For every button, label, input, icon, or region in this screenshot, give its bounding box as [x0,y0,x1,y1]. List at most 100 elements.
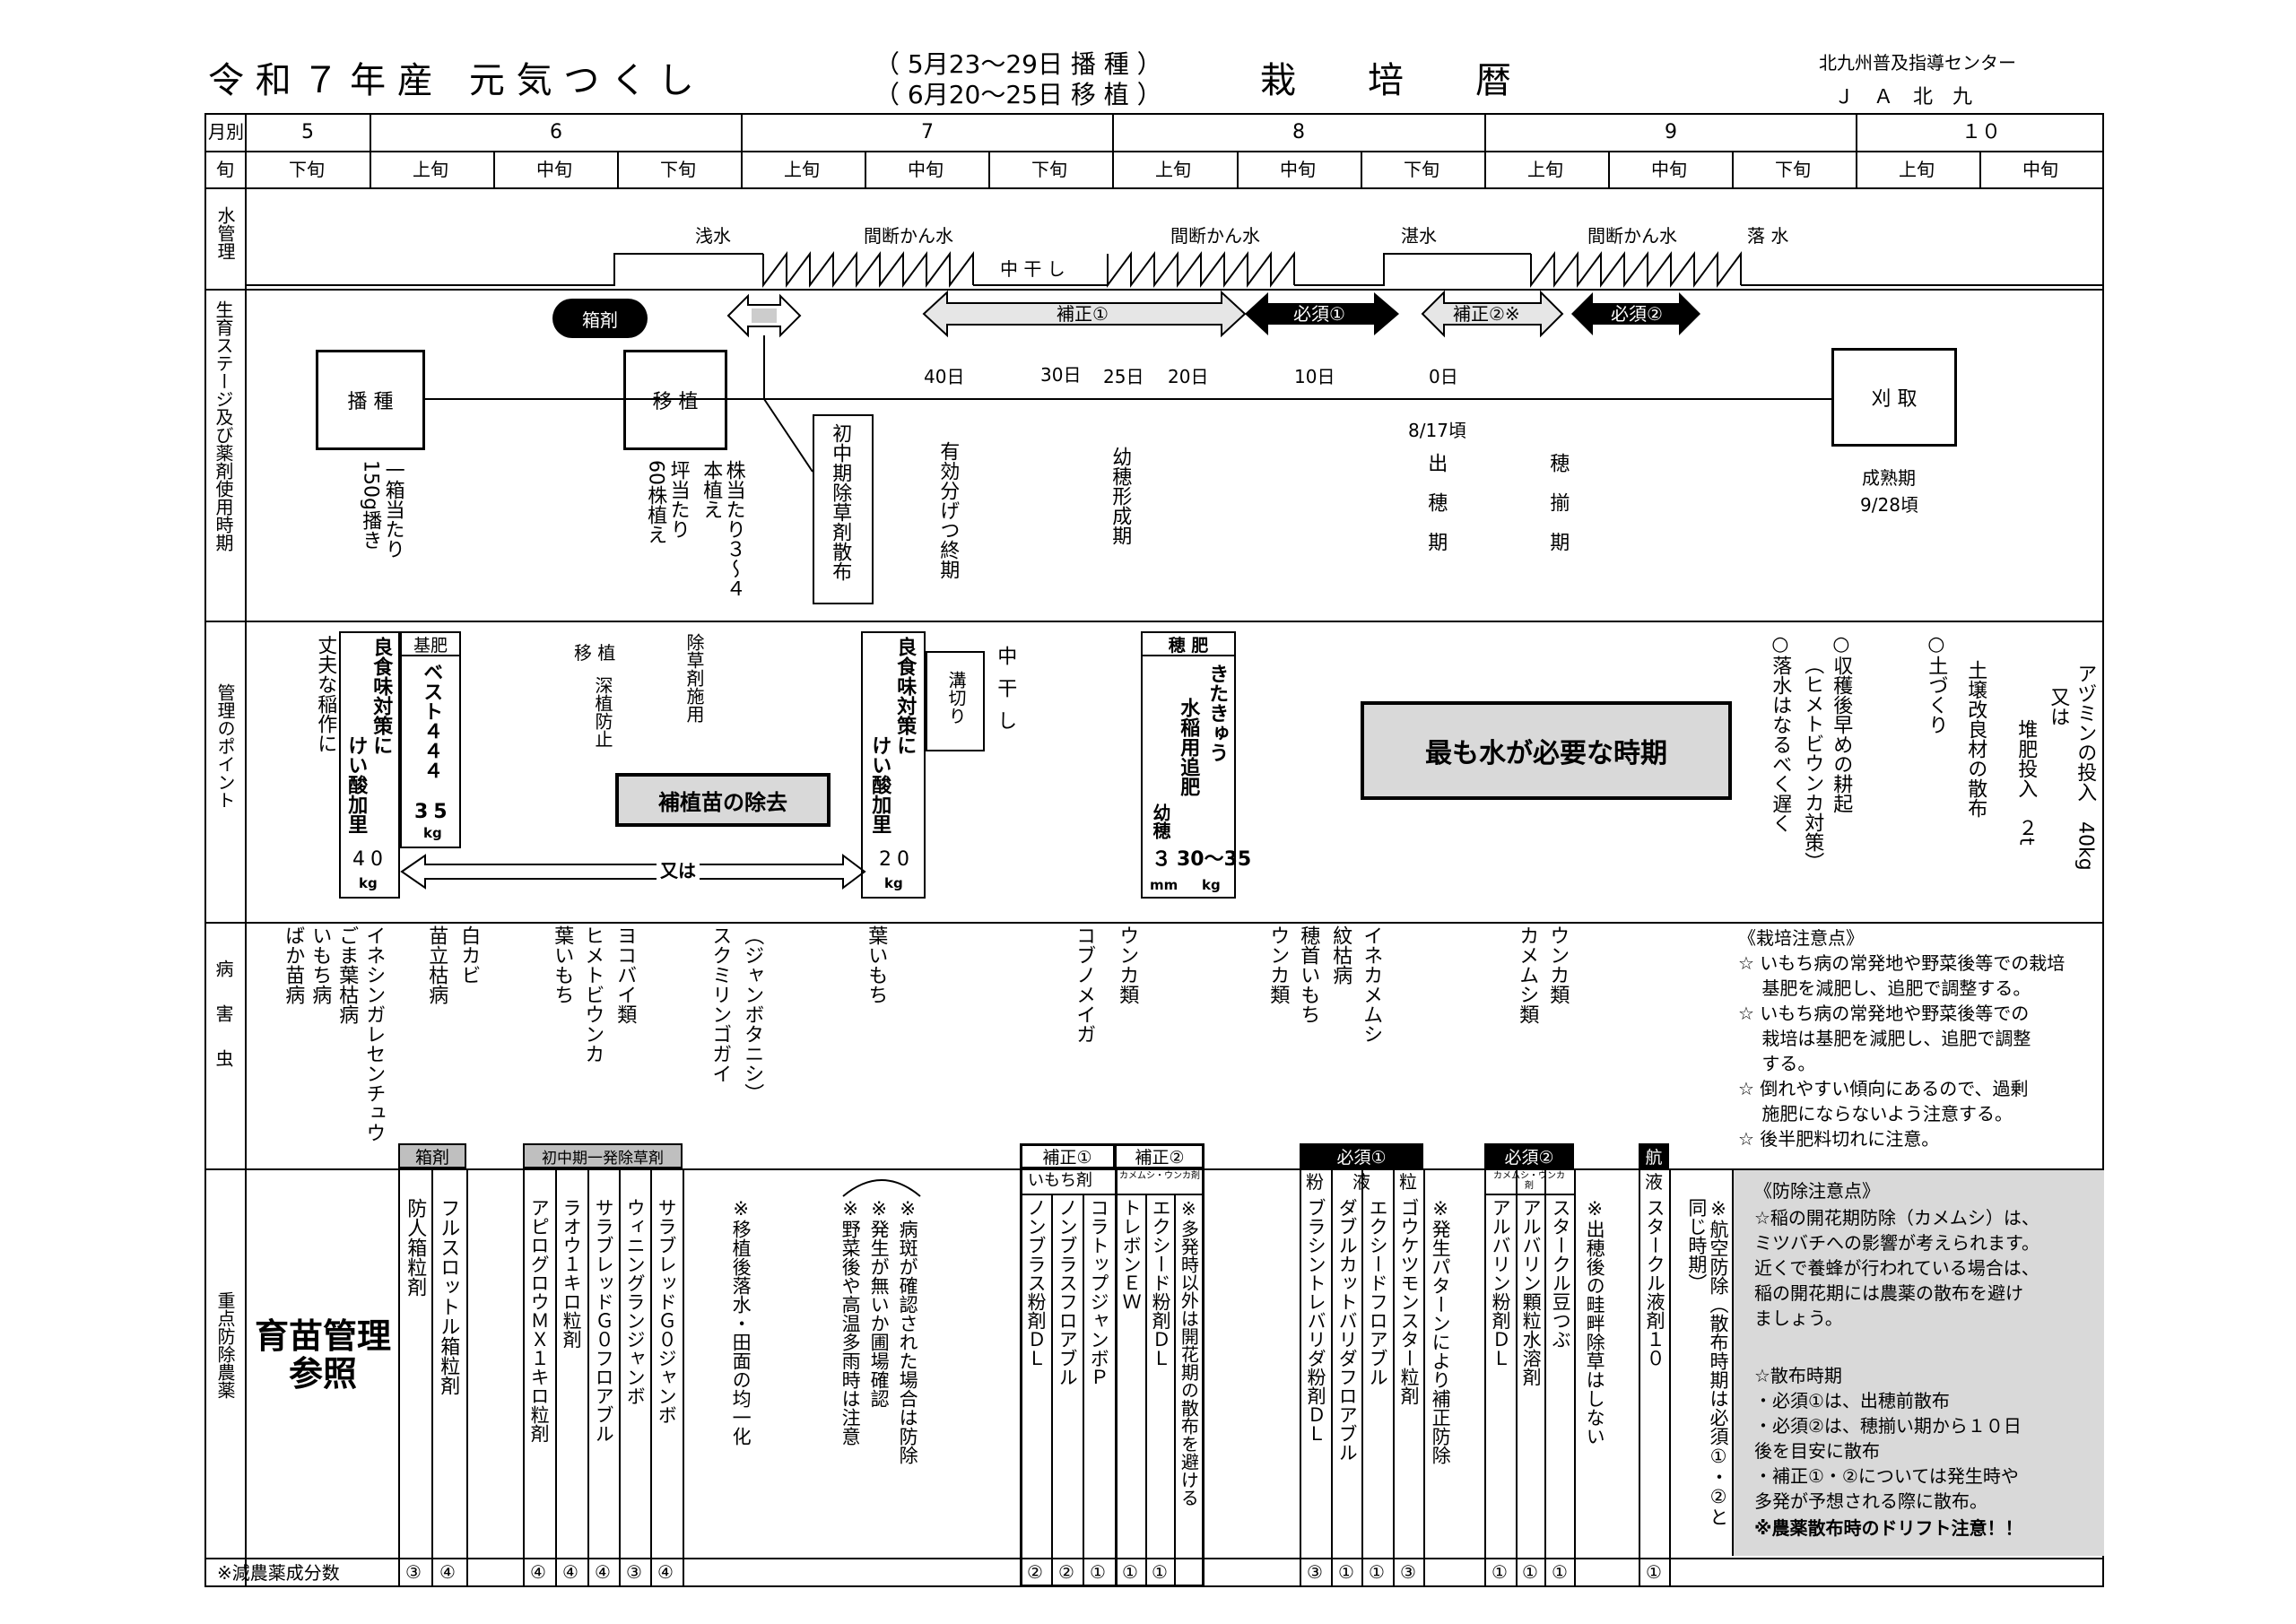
pest-item: ヨコバイ類 [613,925,637,1024]
title-sowing: （ 5月23～29日 播 種 ） [874,49,1162,79]
reduced-count: ③ [405,1561,422,1583]
pest-item: ウンカ類 [1546,925,1570,1004]
note-leveling: ※移植後落水・田面の均一化 [730,1198,752,1446]
top-dressing-2: 水稲用追肥 [1177,698,1200,796]
hissu2-label: 必須② [1611,303,1663,325]
cultivation-note-line: 栽培は基肥を減肥し、追肥で調整 [1738,1028,2031,1049]
org-name: 北九州普及指導センター [1819,52,2016,74]
title-calendar: 栽 培 暦 [1260,60,1511,101]
silicate-2-amount: 20 [879,848,915,871]
days-10: 10日 [1294,366,1335,387]
row-label-reduced: ※減農薬成分数 [217,1562,340,1584]
cultivation-note-line: 施肥にならないよう注意する。 [1738,1103,2013,1125]
period-cell: 中旬 [536,159,572,180]
chem-item: ノンブラス粉剤ＤＬ [1025,1198,1048,1368]
sub-kamemushi-1: カメムシ・ウンカ剤 [1119,1171,1200,1181]
note-aerial: ※航空防除（散布時期は必須①・②と同じ時期） [1685,1198,1729,1526]
water-shallow: 浅水 [695,225,731,247]
period-cell: 上旬 [1155,159,1191,180]
trench-box [926,651,985,751]
chem-header-herbicide: 初中期一発除草剤 [523,1143,683,1168]
water-intermittent-3: 間断かん水 [1587,225,1677,247]
point-soil-2-pre: 又は [2047,687,2070,726]
row-label-points: 管理のポイント [214,683,236,809]
hissu1-label: 必須① [1293,303,1345,325]
pest-item: カメムシ類 [1516,925,1539,1024]
or-arrow [400,854,866,890]
cultivation-note-line: ☆ いもち病の常発地や野菜後等での栽培 [1738,952,2066,974]
silicate-2-unit: kg [884,875,903,891]
note-pattern: ※発生パターンにより補正防除 [1430,1198,1452,1464]
sowing-label: 播 種 [347,391,394,413]
replant-removal: 補植苗の除去 [658,789,787,815]
chem-item: ウィニングランジャンボ [624,1198,647,1405]
hosei1-label: 補正① [1057,303,1109,325]
chem-item: トレボンＥＷ [1120,1198,1143,1311]
point-taste-2: 良食味対策に [893,637,917,755]
control-notes-box [1732,1170,2104,1556]
silicate-1-unit: kg [359,875,378,891]
row-label-month: 月別 [208,121,244,143]
period-cell: 下旬 [660,159,696,180]
pest-item: ウンカ類 [1116,925,1139,1004]
young-panicle-unit: mm [1150,877,1178,893]
seedling-reference: 育苗管理参照 [254,1316,391,1394]
sub-liquid: 液 [1352,1171,1370,1193]
point-soil: ○土づくり [1925,633,1948,734]
period-cell: 下旬 [289,159,325,180]
top-dressing-1: きたきゅう [1205,664,1229,762]
control-note-line: ましょう。 [1754,1307,1843,1329]
silicate-1-box [339,631,400,899]
row-label-growth: 生育ステージ及び薬剤使用時期 [213,300,234,551]
control-note-line: ☆稲の開花期防除（カメムシ）は、 [1754,1207,2039,1229]
pest-item: スクミリンゴガイ [709,925,732,1083]
period-cell: 中旬 [1651,159,1687,180]
note-blast-lesion: ※病斑が確認された場合は防除 [897,1198,919,1464]
chem-header-box: 箱剤 [398,1143,466,1168]
note-bracket [842,1179,921,1197]
period-cell: 中旬 [1280,159,1316,180]
pest-item: イネシンガレセンチュウ [362,925,386,1142]
reduced-count: ② [1027,1561,1043,1583]
days-0: 0日 [1429,366,1458,387]
chem-item: サラブレッドＧ０フロアブル [593,1198,615,1443]
point-plow: ○収穫後早めの耕起 [1830,633,1853,813]
drift-warning: ※農薬散布時のドリフト注意！！ [1754,1517,2023,1539]
point-trench: 溝切り [945,671,967,725]
note-rainy: ※野菜後や高温多雨時は注意 [839,1198,862,1446]
reduced-count: ④ [439,1561,456,1583]
row-label-pests: 病害虫 [213,960,234,1094]
water-intermittent-2: 間断かん水 [1170,225,1260,247]
basal-amount: 35 [414,801,453,823]
basal-header: 基肥 [400,631,461,656]
point-herbicide: 除草剤施用 [683,633,705,723]
chem-item: コラトップジャンボＰ [1088,1198,1110,1386]
reduced-count: ② [1058,1561,1074,1583]
chem-item: アルバリン顆粒水溶剤 [1520,1198,1543,1386]
days-40: 40日 [924,366,965,387]
control-note-line: ミツバチへの影響が考えられます。 [1754,1232,2039,1254]
heading-date: 8/17頃 [1408,420,1466,441]
reduced-count: ① [1552,1561,1568,1583]
basal-fertilizer: ベスト４４４ [420,662,443,780]
reduced-count: ④ [657,1561,674,1583]
reduced-count: ③ [626,1561,642,1583]
chem-item: ラオウ１キロ粒剤 [561,1198,583,1349]
cultivation-note-line: ☆ 後半肥料切れに注意。 [1738,1128,1940,1150]
maturity-label: 成熟期 [1862,467,1916,489]
reduced-count: ③ [1307,1561,1323,1583]
herbicide-box [813,414,874,604]
title-planting: （ 6月20～25日 移 植 ） [874,80,1162,109]
chem-item: エクシードフロアブル [1367,1198,1389,1386]
sub-imochi: いもち剤 [1028,1171,1092,1190]
water-need: 最も水が必要な時期 [1425,738,1667,769]
chem-item: ゴウケツモンスター粒剤 [1398,1198,1421,1405]
pest-item: ばか苗病 [282,925,305,1004]
chem-item: スタークル液剤１０ [1644,1198,1666,1368]
top-dressing-amount: 30～35 [1177,848,1252,871]
sub-liquid-2: 液 [1645,1171,1663,1193]
pest-item: いもち病 [309,925,332,1004]
reduced-count: ③ [1400,1561,1416,1583]
control-note-line: ☆散布時期 [1754,1365,1842,1386]
sowing-box: 播 種 [316,350,425,450]
